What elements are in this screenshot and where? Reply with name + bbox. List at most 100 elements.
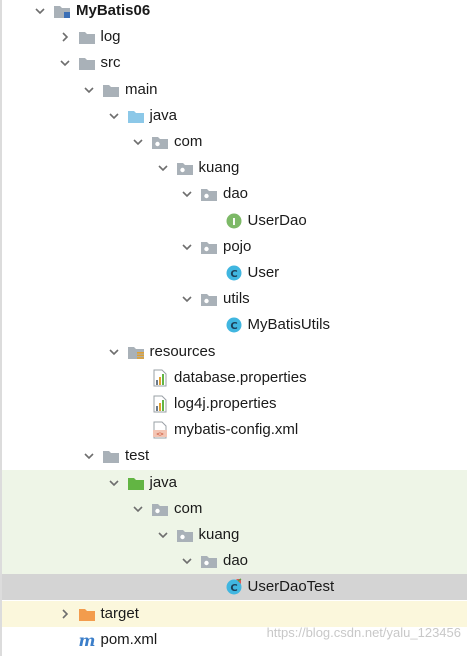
chevron-down-icon[interactable]: [58, 56, 72, 70]
tree-row-label: mybatis-config.xml: [174, 421, 299, 439]
tree-row-test-java[interactable]: java: [2, 469, 467, 496]
tree-row-main-java[interactable]: java: [2, 103, 467, 129]
chevron-down-icon[interactable]: [131, 135, 145, 149]
package-icon: [151, 500, 169, 518]
tree-row-main-com[interactable]: com: [2, 129, 467, 155]
class-icon: C: [225, 264, 243, 282]
tree-row-label: User: [247, 264, 280, 281]
svg-text:C: C: [230, 321, 237, 332]
tree-row-test-dao[interactable]: dao: [2, 548, 467, 575]
package-icon: [200, 290, 218, 308]
tree-row-userdao[interactable]: I UserDao: [2, 208, 467, 234]
tree-row-label: UserDaoTest: [247, 578, 335, 596]
tree-row-label: resources: [149, 342, 216, 360]
chevron-down-icon[interactable]: [107, 345, 121, 359]
tree-row-label: UserDao: [247, 211, 307, 229]
tree-row-label: java: [149, 473, 178, 491]
tree-row-mybatisutils[interactable]: C MyBatisUtils: [2, 312, 467, 338]
class-icon: C: [225, 316, 243, 334]
tree-row-user[interactable]: C User: [2, 260, 467, 286]
folder-icon: [78, 54, 96, 72]
interface-icon: I: [225, 212, 243, 230]
module-folder-icon: [53, 2, 71, 20]
package-icon: [176, 159, 194, 177]
xml-file-icon: <>: [151, 421, 169, 439]
resources-folder-icon: [127, 343, 145, 361]
package-icon: [151, 133, 169, 151]
package-icon: [176, 526, 194, 544]
chevron-down-icon[interactable]: [180, 240, 194, 254]
chevron-down-icon[interactable]: [82, 83, 96, 97]
tree-row-utils[interactable]: utils: [2, 286, 467, 312]
test-class-icon: C: [225, 578, 243, 596]
chevron-down-icon[interactable]: [180, 292, 194, 306]
tree-row-label: test: [125, 447, 150, 465]
chevron-down-icon[interactable]: [131, 502, 145, 516]
tree-row-label: MyBatis06: [76, 2, 151, 19]
tree-row-label: pom.xml: [100, 630, 158, 648]
tree-row-mybatis06[interactable]: MyBatis06: [2, 0, 467, 24]
chevron-down-icon[interactable]: [107, 476, 121, 490]
chevron-down-icon[interactable]: [107, 109, 121, 123]
tree-row-label: kuang: [198, 526, 240, 543]
tree-row-label: log: [100, 28, 121, 46]
folder-icon: [78, 28, 96, 46]
tree-row-label: src: [100, 54, 121, 72]
maven-file-icon: m: [78, 631, 96, 649]
tree-row-test-kuang[interactable]: kuang: [2, 522, 467, 548]
tree-row-label: utils: [223, 290, 250, 308]
svg-text:C: C: [230, 583, 237, 594]
tree-row-target[interactable]: target: [2, 600, 467, 627]
tree-row-label: pojo: [223, 237, 252, 255]
chevron-down-icon[interactable]: [180, 554, 194, 568]
tree-row-database-properties[interactable]: database.properties: [2, 365, 467, 391]
properties-file-icon: [151, 395, 169, 413]
chevron-down-icon[interactable]: [180, 187, 194, 201]
properties-file-icon: [151, 369, 169, 387]
chevron-right-icon[interactable]: [58, 607, 72, 621]
tree-row-label: target: [100, 604, 139, 622]
tree-row-pojo[interactable]: pojo: [2, 234, 467, 260]
tree-row-label: com: [174, 133, 203, 150]
tree-row-pom[interactable]: m pom.xml: [2, 627, 467, 653]
tree-row-label: main: [125, 80, 158, 98]
tree-row-main[interactable]: main: [2, 77, 467, 103]
watermark: https://blog.csdn.net/yalu_123456: [266, 625, 461, 640]
tree-row-label: dao: [223, 552, 249, 570]
tree-row-mybatis-config[interactable]: <> mybatis-config.xml: [2, 417, 467, 443]
chevron-down-icon[interactable]: [82, 449, 96, 463]
package-icon: [200, 185, 218, 203]
tree-row-label: java: [149, 106, 178, 124]
source-folder-icon: [127, 107, 145, 125]
chevron-down-icon[interactable]: [33, 4, 47, 18]
chevron-right-icon[interactable]: [58, 30, 72, 44]
tree-row-userdaotest[interactable]: C UserDaoTest: [2, 574, 467, 601]
tree-row-label: kuang: [198, 159, 240, 177]
svg-text:I: I: [232, 217, 236, 228]
tree-row-label: database.properties: [174, 368, 307, 386]
tree-row-label: dao: [223, 185, 249, 203]
tree-row-log[interactable]: log: [2, 24, 467, 50]
chevron-down-icon[interactable]: [156, 161, 170, 175]
folder-icon: [102, 81, 120, 99]
folder-icon: [102, 447, 120, 465]
tree-left-edge: [0, 0, 2, 656]
package-icon: [200, 238, 218, 256]
tree-row-main-kuang[interactable]: kuang: [2, 155, 467, 181]
svg-text:<>: <>: [156, 431, 164, 438]
excluded-folder-icon: [78, 605, 96, 623]
svg-text:C: C: [230, 269, 237, 280]
tree-row-resources[interactable]: resources: [2, 339, 467, 365]
tree-row-log4j-properties[interactable]: log4j.properties: [2, 391, 467, 417]
tree-row-src[interactable]: src: [2, 50, 467, 76]
svg-text:m: m: [78, 631, 95, 649]
tree-row-label: com: [174, 499, 203, 517]
chevron-down-icon[interactable]: [156, 528, 170, 542]
tree-row-main-dao[interactable]: dao: [2, 181, 467, 207]
tree-row-label: MyBatisUtils: [247, 316, 331, 334]
tree-row-test[interactable]: test: [2, 443, 467, 469]
test-source-folder-icon: [127, 474, 145, 492]
tree-row-test-com[interactable]: com: [2, 495, 467, 522]
package-icon: [200, 552, 218, 570]
